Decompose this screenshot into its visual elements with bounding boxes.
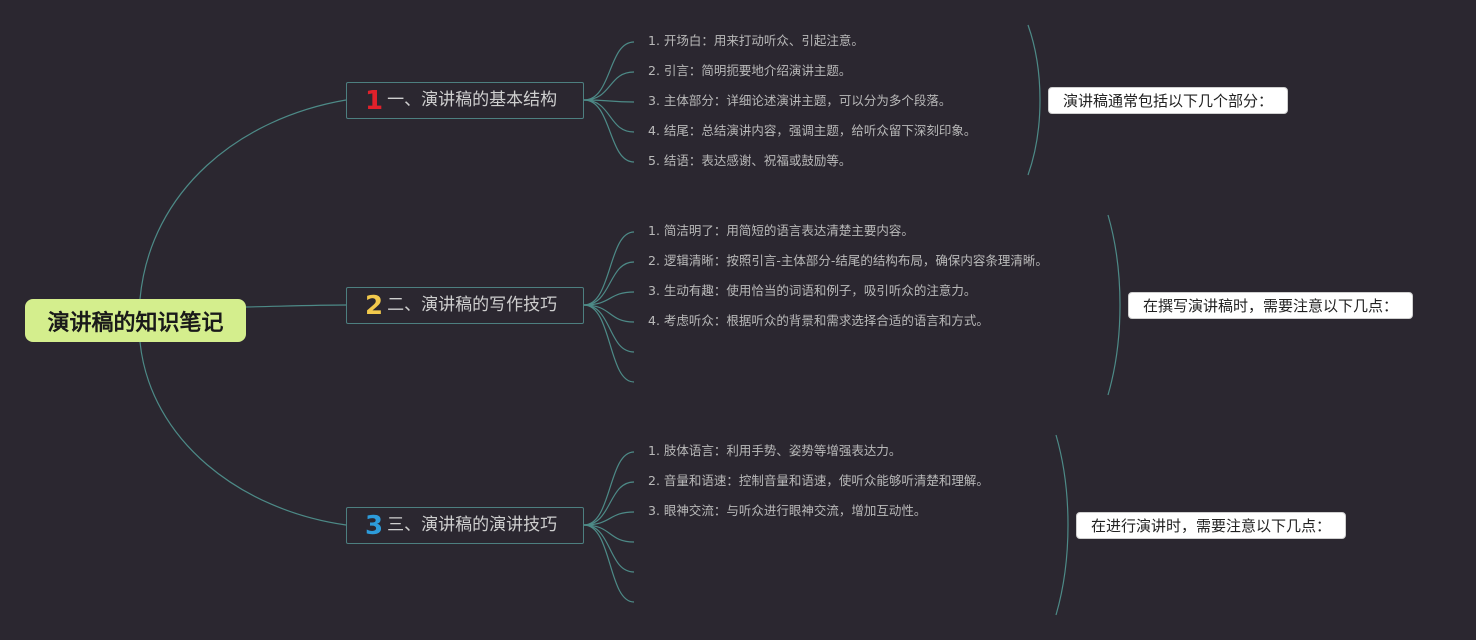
connector-branch-1-leaf-1 (583, 41, 635, 101)
summary-label-2: 在撰写演讲稿时，需要注意以下几点： (1143, 297, 1399, 315)
connector-branch-3-leaf-6 (583, 524, 635, 603)
branch-number-1: 1 (365, 85, 384, 116)
connector-branch-2-leaf-2 (583, 261, 635, 306)
connector-branch-3-leaf-2 (583, 481, 635, 526)
root-topic[interactable]: 演讲稿的知识笔记 (25, 299, 246, 342)
connector-branch-3-leaf-1 (583, 451, 635, 526)
leaf-1-2[interactable]: 2. 引言：简明扼要地介绍演讲主题。 (648, 63, 852, 78)
summary-3[interactable]: 在进行演讲时，需要注意以下几点： (1076, 512, 1347, 539)
branch-label-1: 一、演讲稿的基本结构 (387, 90, 558, 110)
leaf-1-3[interactable]: 3. 主体部分：详细论述演讲主题，可以分为多个段落。 (648, 93, 952, 108)
connector-branch-1-leaf-5 (583, 99, 635, 163)
connector-root-branch-3 (139, 341, 347, 526)
connector-branch-1-leaf-4 (583, 99, 635, 133)
branch-label-2: 二、演讲稿的写作技巧 (387, 295, 558, 315)
connector-root-branch-2 (245, 304, 347, 308)
summary-brace-2 (1107, 214, 1121, 396)
leaf-2-1[interactable]: 1. 简洁明了：用简短的语言表达清楚主要内容。 (648, 223, 914, 238)
summary-label-1: 演讲稿通常包括以下几个部分： (1063, 92, 1274, 110)
branch-topic-1[interactable]: 1 一、演讲稿的基本结构 (346, 82, 584, 119)
branch-number-2: 2 (365, 290, 384, 321)
summary-brace-1 (1027, 24, 1041, 176)
leaf-2-3[interactable]: 3. 生动有趣：使用恰当的词语和例子，吸引听众的注意力。 (648, 283, 977, 298)
root-topic-label: 演讲稿的知识笔记 (47, 310, 224, 336)
leaf-3-1[interactable]: 1. 肢体语言：利用手势、姿势等增强表达力。 (648, 443, 902, 458)
branch-topic-3[interactable]: 3 三、演讲稿的演讲技巧 (346, 507, 584, 544)
leaf-1-1[interactable]: 1. 开场白：用来打动听众、引起注意。 (648, 33, 864, 48)
connector-branch-1-leaf-2 (583, 71, 635, 101)
connector-branch-2-leaf-1 (583, 231, 635, 306)
connector-branch-2-leaf-3 (583, 291, 635, 306)
connector-branch-2-leaf-6 (583, 304, 635, 383)
connector-branch-3-leaf-3 (583, 511, 635, 526)
connector-root-branch-1 (139, 99, 347, 300)
summary-2[interactable]: 在撰写演讲稿时，需要注意以下几点： (1128, 292, 1414, 319)
leaf-1-5[interactable]: 5. 结语：表达感谢、祝福或鼓励等。 (648, 153, 852, 168)
leaf-3-3[interactable]: 3. 眼神交流：与听众进行眼神交流，增加互动性。 (648, 503, 927, 518)
leaf-1-4[interactable]: 4. 结尾：总结演讲内容，强调主题，给听众留下深刻印象。 (648, 123, 977, 138)
summary-label-3: 在进行演讲时，需要注意以下几点： (1091, 517, 1332, 535)
leaf-2-2[interactable]: 2. 逻辑清晰：按照引言-主体部分-结尾的结构布局，确保内容条理清晰。 (648, 253, 1048, 268)
branch-topic-2[interactable]: 2 二、演讲稿的写作技巧 (346, 287, 584, 324)
connector-branch-3-leaf-5 (583, 524, 635, 573)
leaf-2-4[interactable]: 4. 考虑听众：根据听众的背景和需求选择合适的语言和方式。 (648, 313, 989, 328)
summary-1[interactable]: 演讲稿通常包括以下几个部分： (1048, 87, 1289, 114)
connector-branch-2-leaf-5 (583, 304, 635, 353)
branch-number-3: 3 (365, 510, 384, 541)
leaf-3-2[interactable]: 2. 音量和语速：控制音量和语速，使听众能够听清楚和理解。 (648, 473, 989, 488)
summary-brace-3 (1055, 434, 1069, 616)
branch-label-3: 三、演讲稿的演讲技巧 (387, 515, 558, 535)
